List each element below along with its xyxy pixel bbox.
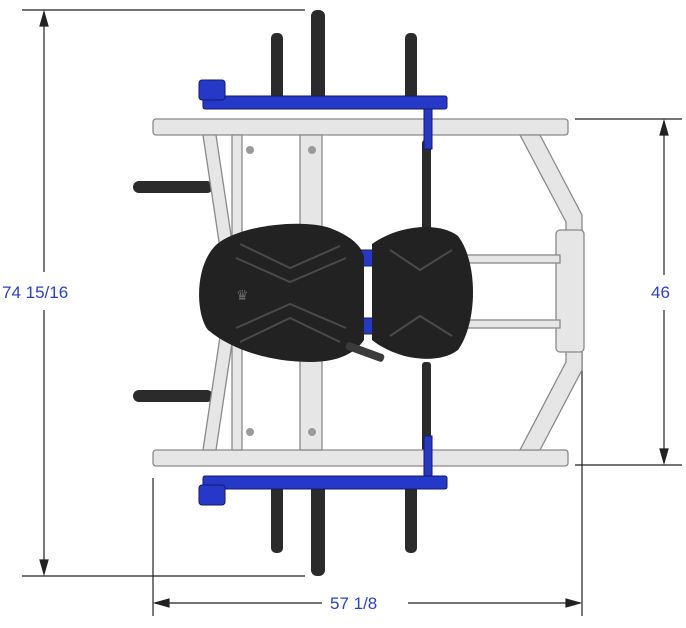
blue-bracket-bottom-left	[198, 484, 226, 506]
blue-bar-bottom	[202, 475, 448, 490]
side-horns	[133, 181, 213, 402]
seat-pad	[372, 226, 473, 359]
mid-post-lower	[422, 362, 431, 452]
back-pad	[199, 223, 364, 362]
width-dimension-label: 57 1/8	[330, 594, 377, 613]
bolt	[246, 428, 254, 436]
blue-accents	[198, 79, 448, 506]
frame-end-cap	[555, 229, 585, 353]
left-strut-lower	[202, 329, 235, 451]
pad-ribs	[235, 243, 453, 343]
frame-rail-bottom	[152, 449, 569, 467]
span-arrow-bottom	[659, 448, 669, 466]
plate-horn-bottom-right	[405, 483, 417, 553]
guide-rod-lower	[459, 319, 561, 329]
mid-post-upper	[422, 140, 431, 235]
plate-horn-bottom-center	[311, 483, 325, 576]
adjustment-lever	[345, 342, 385, 362]
width-arrow-left	[152, 598, 170, 608]
guide-rod-upper	[459, 254, 561, 264]
seat-pads: ♛	[199, 223, 473, 362]
width-arrow-right	[565, 598, 583, 608]
plate-horn-top-right	[405, 33, 417, 103]
bolt	[308, 428, 316, 436]
bolt	[246, 146, 254, 154]
height-arrow-bottom	[39, 559, 49, 577]
plate-horn-top-left	[271, 33, 283, 103]
bolt	[308, 146, 316, 154]
span-arrow-top	[659, 118, 669, 136]
pad-logo-icon: ♛	[236, 289, 249, 304]
frame-rail-top	[152, 118, 569, 136]
plate-horn-top-center	[311, 10, 325, 103]
span-dimension-label: 46	[651, 283, 670, 302]
plate-horns	[271, 10, 431, 576]
plate-horn-bottom-left	[271, 483, 283, 553]
right-arm-lower	[518, 344, 583, 451]
frame-bolts	[246, 146, 316, 436]
frame	[152, 118, 585, 467]
blue-bracket-top-left	[198, 79, 226, 101]
height-dimension-label: 74 15/16	[2, 283, 68, 302]
height-arrow-top	[39, 9, 49, 27]
side-horn-upper	[133, 181, 213, 193]
blue-post-top	[423, 108, 433, 150]
dimension-lines	[22, 9, 682, 616]
blue-post-bottom	[423, 435, 433, 477]
blue-bar-top	[202, 95, 448, 110]
right-arm-upper	[518, 134, 583, 241]
side-horn-lower	[133, 390, 213, 402]
